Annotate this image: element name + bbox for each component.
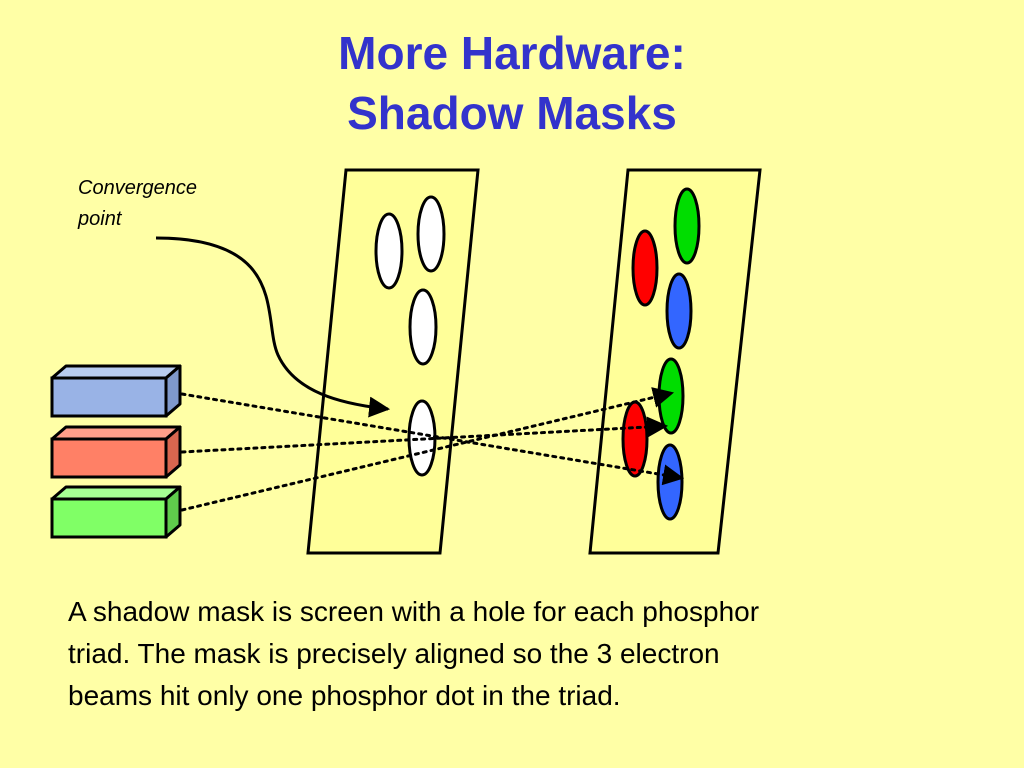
beam-blue (180, 392, 685, 486)
phosphor-dot-blue (665, 272, 693, 350)
beam-green (180, 387, 675, 512)
phosphor-dot-green (673, 187, 701, 265)
phosphor-dot-red (631, 229, 659, 307)
electron-gun-red (50, 425, 182, 479)
electron-gun-blue (50, 364, 182, 418)
mask-hole (374, 212, 404, 290)
convergence-label-line2: point (78, 208, 122, 230)
electron-gun-green (50, 485, 182, 539)
mask-hole (416, 195, 446, 273)
mask-hole (408, 288, 438, 366)
caption-line2: triad. The mask is precisely aligned so … (68, 638, 720, 669)
phosphor-dot-blue (656, 443, 684, 521)
page-title-line2: Shadow Masks (347, 87, 677, 139)
page-title-line1: More Hardware: (338, 27, 686, 79)
phosphor-dot-red (621, 400, 649, 478)
beam-red (180, 416, 669, 454)
caption-line3: beams hit only one phosphor dot in the t… (68, 680, 621, 711)
convergence-callout-arrow (155, 236, 391, 418)
caption-line1: A shadow mask is screen with a hole for … (68, 596, 760, 627)
convergence-label-line1: Convergence (78, 177, 197, 199)
phosphor-dot-green (657, 357, 685, 435)
